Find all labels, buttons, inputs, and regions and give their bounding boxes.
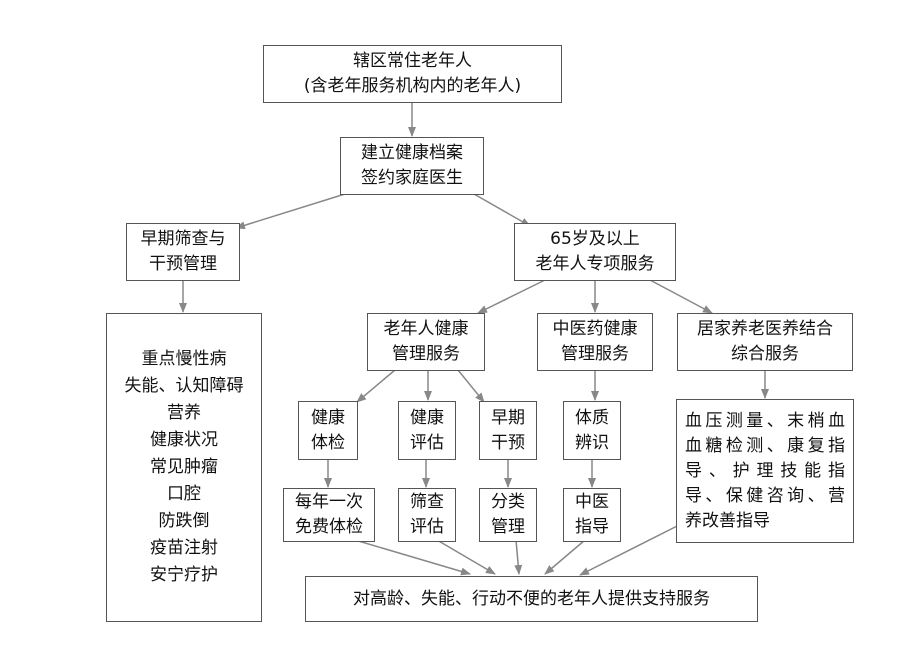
node-constitution: 体质 辨识	[563, 401, 621, 460]
node-annual-line-1: 每年一次	[295, 492, 363, 512]
node-checkup-line-2: 体检	[311, 432, 345, 453]
node-record-line-1: 建立健康档案	[361, 143, 463, 163]
node-tcm-mgmt-line-2: 管理服务	[561, 344, 629, 364]
edge-screen-support	[436, 539, 496, 575]
node-chronic-line-4: 健康状况	[150, 430, 218, 450]
node-chronic-line-5: 常见肿瘤	[150, 457, 218, 477]
node-screening: 早期筛查与 干预管理	[126, 223, 240, 281]
edge-health-early	[457, 369, 485, 403]
node-classify-line-2: 管理	[491, 517, 525, 537]
node-tcm-mgmt-line-1: 中医药健康	[552, 319, 638, 339]
node-screen-eval: 筛查 评估	[398, 488, 456, 542]
node-home-detail-line-2: 血糖检测、康复指	[685, 435, 845, 456]
node-health-mgmt: 老年人健康 管理服务	[367, 313, 485, 371]
node-chronic-line-6: 口腔	[167, 484, 201, 504]
node-early: 早期 干预	[479, 401, 537, 460]
node-health-mgmt-line-2: 管理服务	[392, 344, 460, 364]
node-checkup: 健康 体检	[298, 401, 358, 460]
node-home-detail-line-4: 导、保健咨询、营	[685, 485, 845, 506]
edge-record-screening	[235, 193, 346, 230]
node-screening-line-1: 早期筛查与	[140, 229, 226, 249]
edge-special-health	[477, 279, 546, 314]
node-screen-eval-line-2: 评估	[410, 517, 444, 537]
node-record: 建立健康档案 签约家庭医生	[340, 137, 484, 195]
node-tcm-guide-line-2: 指导	[575, 517, 609, 537]
node-special-line-1: 65岁及以上	[550, 229, 640, 249]
node-tcm-mgmt: 中医药健康 管理服务	[537, 313, 653, 371]
node-special: 65岁及以上 老年人专项服务	[514, 223, 676, 281]
edge-annual-support	[354, 539, 471, 576]
node-constitution-line-2: 辨识	[575, 432, 609, 453]
node-home-care: 居家养老医养结合 综合服务	[677, 313, 853, 371]
node-support: 对高龄、失能、行动不便的老年人提供支持服务	[305, 576, 758, 622]
node-chronic-line-9: 安宁疗护	[150, 565, 218, 585]
node-home-care-line-2: 综合服务	[731, 344, 799, 364]
node-assess: 健康 评估	[398, 401, 456, 460]
node-chronic-line-2: 失能、认知障碍	[124, 376, 244, 396]
node-home-detail-line-1: 血压测量、末梢血	[685, 410, 845, 431]
edge-home-support	[579, 517, 694, 576]
node-tcm-guide-line-1: 中医	[575, 492, 609, 512]
node-chronic-line-8: 疫苗注射	[150, 538, 218, 558]
node-chronic-line-7: 防跌倒	[158, 511, 210, 531]
node-assess-line-2: 评估	[410, 432, 444, 453]
node-chronic-line-3: 营养	[167, 403, 201, 423]
edge-record-special	[473, 193, 531, 227]
node-home-detail-line-3: 导、护理技能指	[685, 460, 845, 481]
node-screen-eval-line-1: 筛查	[410, 492, 444, 512]
node-annual-line-2: 免费体检	[295, 517, 363, 537]
node-chronic-line-1: 重点慢性病	[141, 349, 227, 369]
node-early-line-1: 早期	[491, 407, 525, 428]
node-resident-line-1: 辖区常住老年人	[352, 51, 472, 71]
node-checkup-line-1: 健康	[311, 407, 345, 428]
node-resident-line-2: (含老年服务机构内的老年人)	[303, 76, 522, 96]
node-constitution-line-1: 体质	[575, 407, 609, 428]
edge-classify-support	[514, 539, 523, 575]
node-home-detail-line-5: 养改善指导	[685, 510, 770, 531]
node-home-care-line-1: 居家养老医养结合	[697, 319, 833, 339]
edge-health-checkup	[356, 369, 396, 403]
node-classify-line-1: 分类	[491, 492, 525, 512]
node-home-detail: 血压测量、末梢血 血糖检测、康复指 导、护理技能指 导、保健咨询、营 养改善指导	[676, 399, 854, 543]
edge-tcm-support	[544, 539, 586, 575]
node-special-line-2: 老年人专项服务	[535, 254, 655, 274]
node-assess-line-1: 健康	[410, 407, 444, 428]
node-annual: 每年一次 免费体检	[283, 488, 375, 542]
node-classify: 分类 管理	[479, 488, 537, 542]
node-support-line-1: 对高龄、失能、行动不便的老年人提供支持服务	[353, 588, 710, 609]
node-record-line-2: 签约家庭医生	[361, 168, 463, 188]
node-health-mgmt-line-1: 老年人健康	[383, 319, 469, 339]
node-tcm-guide: 中医 指导	[563, 488, 621, 542]
node-chronic: 重点慢性病 失能、认知障碍 营养 健康状况 常见肿瘤 口腔 防跌倒 疫苗注射 安…	[106, 313, 262, 622]
node-screening-line-2: 干预管理	[149, 254, 217, 274]
node-resident: 辖区常住老年人 (含老年服务机构内的老年人)	[263, 45, 562, 103]
edge-special-home	[649, 279, 713, 314]
node-early-line-2: 干预	[491, 432, 525, 453]
